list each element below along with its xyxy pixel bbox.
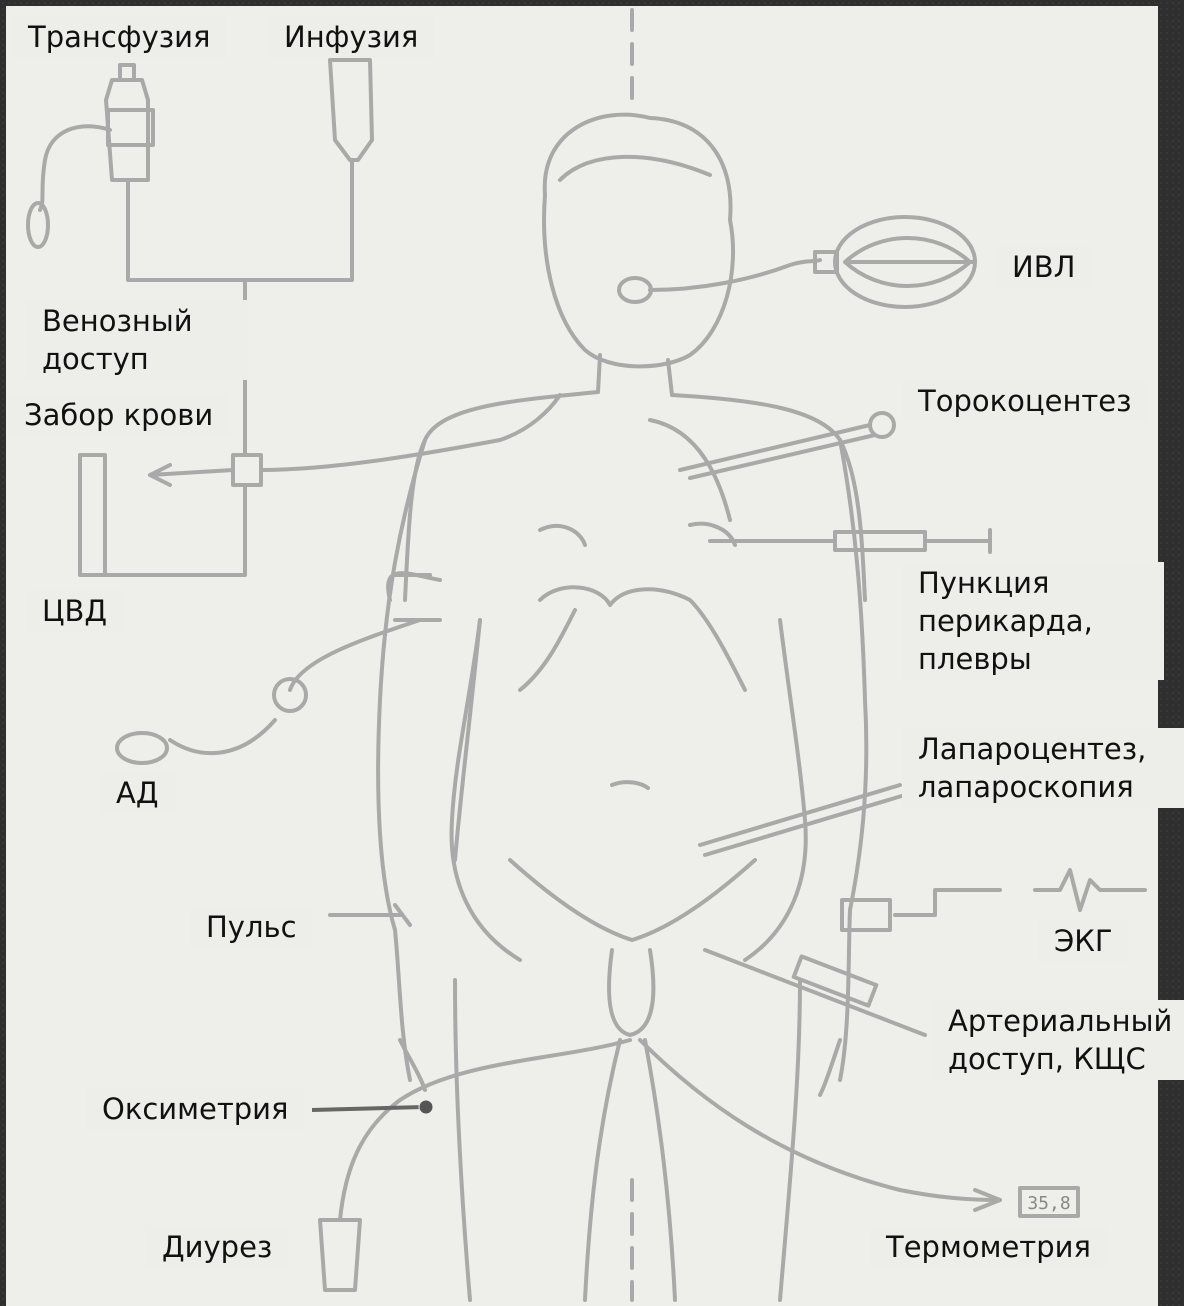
label-puncture-line3: плевры [918,640,1148,678]
label-blood-pressure: АД [100,772,175,814]
laparocentesis-needle [700,785,900,845]
label-venous-access: Венозный доступ [26,300,248,380]
infusion-bottle [330,60,372,160]
puncture-syringe [835,532,925,550]
label-thoracocentesis: Торокоцентез [902,380,1148,422]
label-puncture-line1: Пункция [918,564,1148,602]
ecg-lead [895,890,1000,915]
label-arterial-access: Артериальный доступ, КЩС [932,1000,1184,1080]
label-thermometry: Термометрия [870,1226,1107,1268]
label-arterial-access-line1: Артериальный [948,1002,1178,1040]
label-infusion: Инфузия [268,16,434,58]
label-laparocentesis-line2: лапароскопия [918,768,1168,806]
ventilation-tube [650,260,820,290]
patient-head [544,115,733,367]
blood-sampling-arrow [150,465,233,485]
label-blood-sampling: Забор крови [8,394,229,436]
label-puncture-line2: перикарда, [918,602,1148,640]
ecg-wave [1035,870,1145,910]
label-ventilation: ИВЛ [996,246,1091,288]
patient-left-arm [378,440,480,1080]
label-arterial-access-line2: доступ, КЩС [948,1040,1178,1078]
label-oximetry: Оксиметрия [86,1088,304,1130]
cvp-manometer [80,455,105,575]
label-venous-access-line2: доступ [42,340,232,378]
label-pulse: Пульс [190,906,313,948]
oximetry-pointer-line [312,1107,424,1110]
diuresis-container [320,1220,360,1290]
thermometer-reading: 35,8 [1027,1193,1070,1214]
label-laparocentesis-line1: Лапароцентез, [918,730,1168,768]
label-laparocentesis: Лапароцентез, лапароскопия [902,728,1184,808]
pulse-marker [330,905,410,925]
label-puncture: Пункция перикарда, плевры [902,562,1164,680]
label-ecg: ЭКГ [1038,920,1129,962]
label-cvp: ЦВД [26,590,123,632]
label-venous-access-line1: Венозный [42,302,232,340]
transfusion-bag [106,80,148,180]
label-transfusion: Трансфузия [12,16,226,58]
label-diuresis: Диурез [146,1226,288,1268]
patient-torso [405,392,865,600]
oximetry-sensor-dot [419,1100,433,1114]
bp-cuff [388,573,440,600]
